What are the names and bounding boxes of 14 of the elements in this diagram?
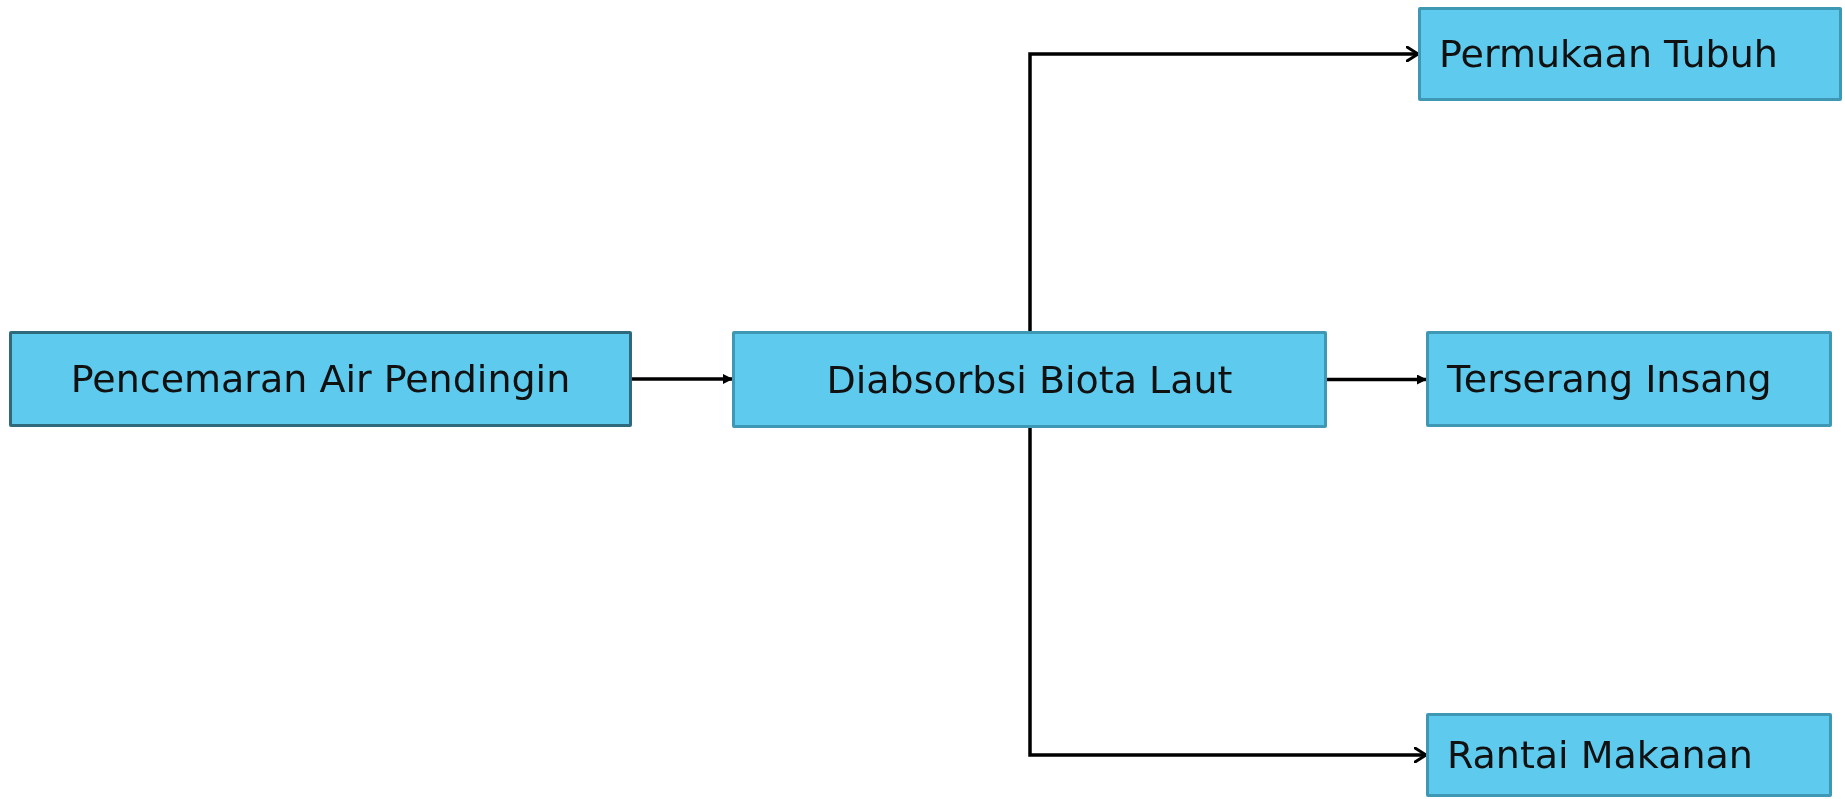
box-label: Pencemaran Air Pendingin [70,357,571,401]
process-box [1426,331,1832,427]
arrow [1028,428,1428,764]
box-label: Rantai Makanan [1447,733,1753,777]
arrow [1028,45,1420,331]
box-label: Permukaan Tubuh [1439,32,1778,76]
process-box [9,331,632,427]
process-box [732,331,1327,428]
arrow [1327,374,1427,385]
process-box [1418,7,1842,101]
box-label: Terserang Insang [1447,357,1772,401]
process-box [1426,713,1832,797]
box-label: Diabsorbsi Biota Laut [826,357,1233,402]
arrow [632,374,733,384]
